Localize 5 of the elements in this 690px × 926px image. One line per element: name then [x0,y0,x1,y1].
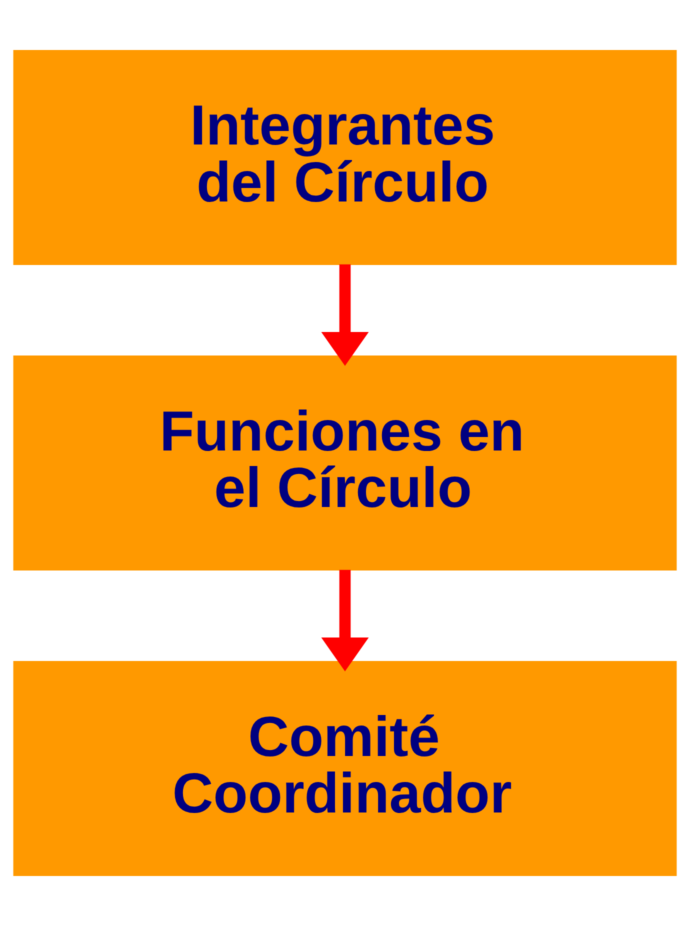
arrow [321,264,369,366]
arrow [321,570,369,672]
node-box: Comité Coordinador [13,661,677,876]
node-box: Funciones en el Círculo [13,356,677,570]
node-box: Integrantes del Círculo [13,50,677,265]
